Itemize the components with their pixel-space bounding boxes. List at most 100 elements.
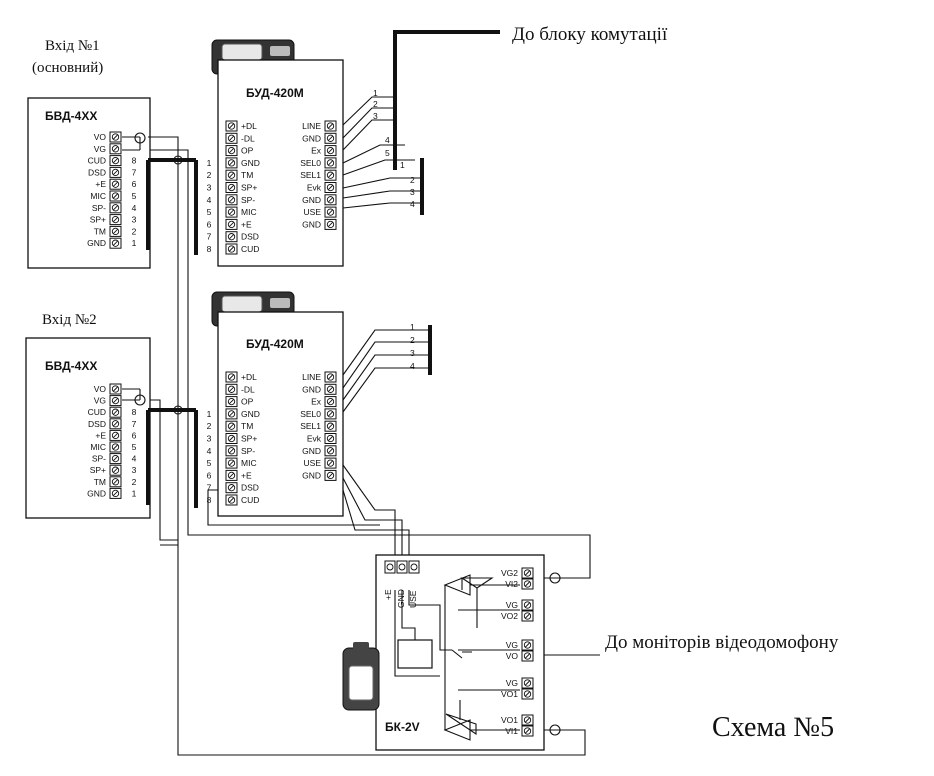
panel-bvd2: Вхід №2 БВД-4ХХ [25, 312, 151, 519]
bus-wire-number: 3 [373, 111, 378, 121]
bk-pin-label: GND [396, 589, 406, 608]
bk-right-terminal-screw [523, 641, 532, 649]
bvd-terminal-slot [113, 433, 118, 438]
bud-right-terminal-screw [326, 447, 335, 455]
bud-left-terminal-slot [229, 399, 234, 404]
bvd-pin-label: SP+ [90, 465, 106, 475]
bud-pin-label: SP- [241, 446, 255, 456]
bud-pin-label: GND [302, 470, 321, 480]
bud-pin-label: GND [302, 133, 321, 143]
bk-right-terminal-slot [525, 691, 530, 697]
bk-right-terminal-screw [523, 652, 532, 660]
bvd-pin-label: MIC [90, 191, 106, 201]
bvd-terminal-screw [111, 489, 120, 498]
bud-pin-label: SEL0 [300, 409, 321, 419]
bud-left-terminal-screw [227, 459, 236, 467]
bvd-pin-label: VO [94, 384, 107, 394]
bvd-terminal-screw [111, 454, 120, 463]
bud-right-terminal-slot [328, 436, 333, 441]
panel-name: БВД-4ХХ [45, 359, 97, 373]
bud-left-terminal-screw [227, 208, 236, 216]
bud-right-terminal-slot [328, 448, 333, 454]
bud-left-terminal-slot [229, 222, 234, 227]
wire-number: 1 [132, 488, 137, 498]
bud-left-terminal-slot [229, 197, 234, 203]
bud-left-terminal-screw [227, 220, 236, 229]
bud-right-terminal-screw [326, 183, 335, 192]
bud-pin-label: SP+ [241, 434, 257, 444]
bk-right-terminal-screw [523, 580, 532, 588]
bvd-pin-label: TM [94, 226, 106, 236]
bvd-terminal-slot [113, 158, 118, 163]
bud-right-terminal-screw [326, 134, 335, 142]
bvd-terminal-slot [113, 181, 118, 187]
bud-right-terminal-screw [326, 422, 335, 430]
bvd-terminal-screw [111, 215, 120, 224]
bus-wire-number: 2 [410, 175, 415, 185]
bud-right-terminal-screw [326, 146, 335, 155]
bk-pin-label: VG [506, 678, 518, 688]
bk-right-terminal-slot [525, 642, 530, 648]
bud-pin-label: TM [241, 170, 253, 180]
bvd-pin-label: GND [87, 238, 106, 248]
wire-number: 4 [132, 203, 137, 213]
bk-top-terminal-screw [410, 563, 418, 571]
bud-right-terminal-slot [328, 172, 333, 178]
wire-number: 3 [132, 465, 137, 475]
bus-wire-number: 1 [400, 160, 405, 170]
bud-pin-label: +DL [241, 372, 257, 382]
bud-left-terminal-slot [229, 209, 234, 215]
bud-pin-label: GND [302, 446, 321, 456]
scheme-title: Схема №5 [712, 712, 834, 743]
bud-left-terminal-slot [229, 246, 234, 252]
bud-left-terminal-slot [229, 473, 234, 478]
bvd-pin-label: +E [95, 430, 106, 440]
bk-right-terminal-slot [525, 613, 530, 619]
bud-left-terminal-screw [227, 373, 236, 381]
bud-pin-label: GND [241, 409, 260, 419]
bvd-terminal-screw [111, 466, 120, 474]
bk-top-terminal [408, 560, 420, 574]
bud-right-terminal-slot [328, 197, 333, 203]
bud-right-terminal-screw [326, 397, 335, 406]
wire-number: 1 [207, 158, 212, 168]
bud-pin-label: DSD [241, 232, 259, 242]
switch-cable [393, 30, 500, 170]
bvd-pin-label: VO [94, 132, 107, 142]
bud-right-terminal-screw [326, 220, 335, 229]
bvd-terminal-screw [111, 133, 120, 141]
bud-left-terminal-slot [229, 436, 234, 441]
bud-right-terminal-slot [328, 135, 333, 141]
bud-left-terminal-screw [227, 496, 236, 504]
bud-left-terminal-screw [227, 397, 236, 406]
bk-pin-label: VG [506, 640, 518, 650]
bud-left-terminal-screw [227, 146, 236, 155]
bvd-pin-label: TM [94, 477, 106, 487]
bud-right-terminal-slot [328, 148, 333, 153]
bud-pin-label: DSD [241, 483, 259, 493]
bud-pin-label: SEL1 [300, 170, 321, 180]
wire-number: 2 [207, 170, 212, 180]
bud-pin-label: GND [302, 219, 321, 229]
bk-top-terminal [384, 560, 396, 574]
bud-right-terminal-slot [328, 473, 333, 478]
bud-left-terminal-screw [227, 447, 236, 455]
bud-right-terminal-slot [328, 423, 333, 429]
bud-pin-label: SEL0 [300, 158, 321, 168]
bud-right-terminal-screw [326, 373, 335, 381]
bvd-terminal-slot [113, 467, 118, 473]
bk-right-terminal-screw [523, 569, 532, 577]
wiring [122, 96, 591, 756]
bud-left-terminal-slot [229, 148, 234, 153]
bud2: БУД-420М [211, 291, 344, 517]
bud-left-terminal-slot [229, 160, 234, 166]
bvd-pin-label: VG [94, 144, 106, 154]
bud-left-terminal-slot [229, 411, 234, 417]
bud-right-terminal-screw [326, 471, 335, 480]
bvd-terminal-screw [111, 420, 120, 428]
bk-pin-label: VO1 [501, 715, 518, 725]
bud-left-terminal-screw [227, 471, 236, 480]
bud-pin-label: SEL1 [300, 421, 321, 431]
bud-left-terminal-slot [229, 185, 234, 190]
bvd-pin-label: GND [87, 488, 106, 498]
